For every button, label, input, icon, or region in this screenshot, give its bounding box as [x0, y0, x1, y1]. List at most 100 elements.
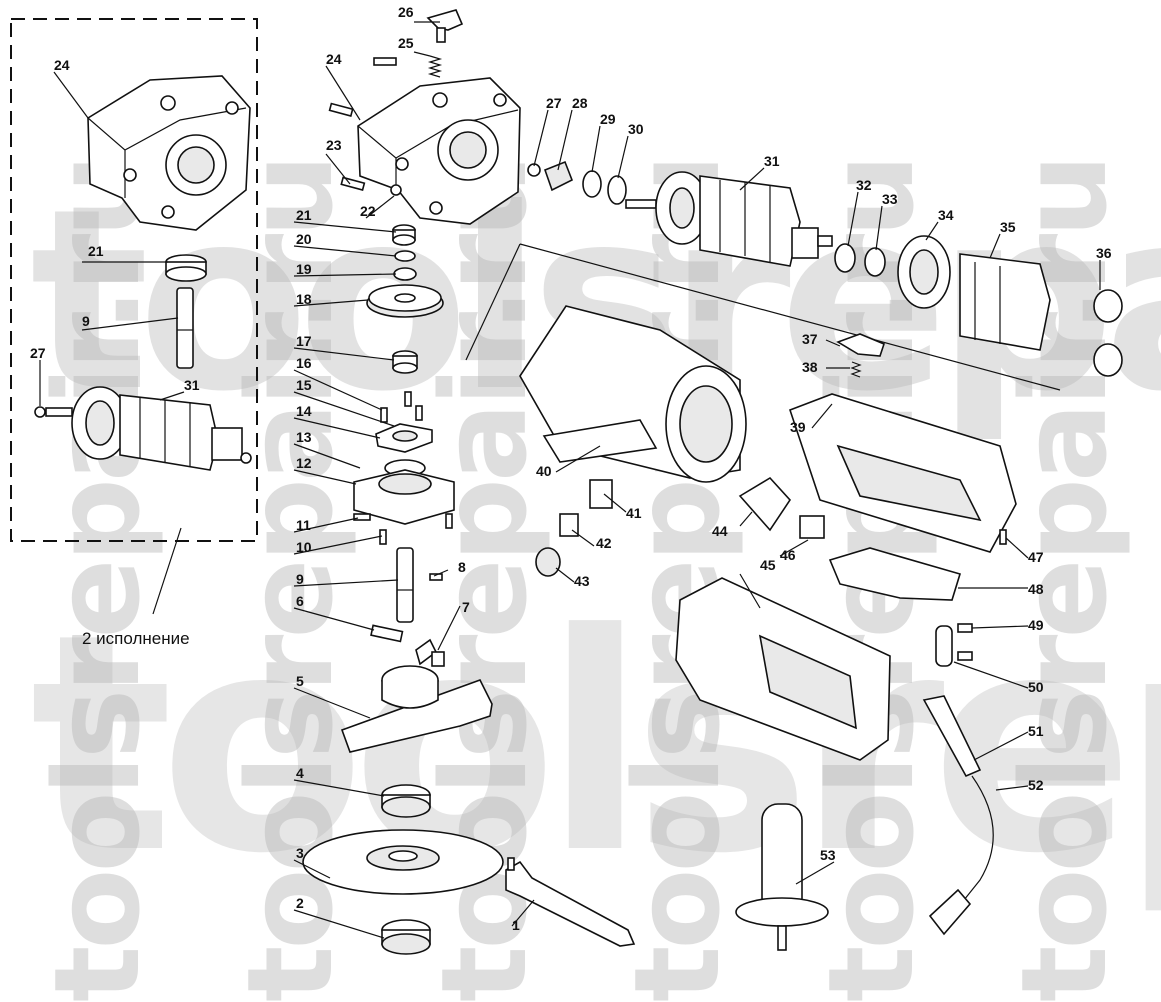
clamp-screw [370, 624, 404, 643]
callout-37: 37 [802, 331, 818, 347]
handle-housing [675, 577, 891, 761]
callout-labels: 26 25 24 24 23 22 21 21 20 19 18 17 16 1… [30, 4, 1112, 933]
armature [625, 171, 833, 267]
pinion-gear [543, 160, 574, 192]
carbon-brushes [1093, 289, 1123, 377]
guide-line [519, 243, 1061, 391]
callout-28: 28 [572, 95, 588, 111]
snap-ring [607, 175, 627, 205]
bevel-gear [366, 284, 444, 318]
leader-lines [39, 21, 1101, 939]
stator [959, 253, 1051, 351]
callout-22: 22 [360, 203, 376, 219]
callout-42: 42 [596, 535, 612, 551]
grinding-disc [302, 829, 504, 895]
guard-clamp [415, 638, 445, 667]
callout-34: 34 [938, 207, 954, 223]
screw-set [380, 391, 423, 423]
brush-cap [535, 547, 561, 577]
nut [394, 250, 416, 262]
callout-53: 53 [820, 847, 836, 863]
callout-6: 6 [296, 593, 304, 609]
rear-housing [788, 393, 1017, 553]
callout-51: 51 [1028, 723, 1044, 739]
armature-variant [34, 386, 252, 471]
switch-slider [828, 547, 962, 601]
callout-25: 25 [398, 35, 414, 51]
outer-flange-nut [381, 919, 431, 955]
motor-housing [519, 305, 747, 483]
callout-9: 9 [296, 571, 304, 587]
bearing [392, 350, 418, 374]
callout-5: 5 [296, 673, 304, 689]
callout-40: 40 [536, 463, 552, 479]
switch-lever [836, 333, 885, 357]
callout-48: 48 [1028, 581, 1044, 597]
callout-39: 39 [790, 419, 806, 435]
variant-box [10, 18, 258, 542]
switch-module [799, 515, 825, 539]
bearing-flange [353, 459, 455, 525]
callout-24: 24 [326, 51, 342, 67]
callout-27: 27 [546, 95, 562, 111]
wheel-guard [340, 665, 493, 753]
gear-housing [357, 77, 521, 225]
callout-41: 41 [626, 505, 642, 521]
callout-38: 38 [802, 359, 818, 375]
inner-flange [381, 784, 431, 818]
callout-11: 11 [296, 517, 311, 533]
callout-30: 30 [628, 121, 644, 137]
callout-29: 29 [600, 111, 616, 127]
callout-9-variant: 9 [82, 313, 90, 329]
callout-17: 17 [296, 333, 312, 349]
callout-4: 4 [296, 765, 304, 781]
cord-sleeve [922, 695, 982, 778]
callout-49: 49 [1028, 617, 1044, 633]
power-cord [928, 775, 994, 936]
cord-clamp [935, 623, 973, 667]
spring [427, 55, 443, 78]
callout-10: 10 [296, 539, 312, 555]
callout-43: 43 [574, 573, 590, 589]
key [429, 573, 443, 581]
spanner-wrench [505, 857, 636, 947]
callout-12: 12 [296, 455, 312, 471]
spindle [396, 547, 414, 623]
lock-button [426, 9, 464, 43]
callout-46: 46 [780, 547, 796, 563]
callout-32: 32 [856, 177, 872, 193]
variant-pointer [152, 527, 182, 615]
air-baffle [897, 235, 951, 309]
callout-35: 35 [1000, 219, 1016, 235]
callout-1: 1 [512, 917, 520, 933]
bearing-variant [165, 254, 207, 282]
callout-7: 7 [462, 599, 470, 615]
side-handle [735, 803, 829, 951]
capacitor [738, 476, 792, 532]
callout-52: 52 [1028, 777, 1044, 793]
callout-33: 33 [882, 191, 898, 207]
washer [390, 184, 402, 196]
screw [999, 529, 1007, 545]
bearing [392, 224, 416, 246]
callout-13: 13 [296, 429, 312, 445]
callout-26: 26 [398, 4, 414, 20]
guide-line [465, 243, 521, 361]
callout-31-variant: 31 [184, 377, 200, 393]
callout-21: 21 [296, 207, 312, 223]
callout-27-variant: 27 [30, 345, 46, 361]
callout-23: 23 [326, 137, 342, 153]
callout-18: 18 [296, 291, 312, 307]
callout-20: 20 [296, 231, 312, 247]
brush-holder [589, 479, 613, 509]
bearing [834, 243, 856, 273]
callout-21-variant: 21 [88, 243, 104, 259]
callout-31: 31 [764, 153, 780, 169]
callout-15: 15 [296, 377, 312, 393]
bearing [864, 247, 886, 277]
spring-small [850, 361, 862, 378]
callout-8: 8 [458, 559, 466, 575]
callout-14: 14 [296, 403, 312, 419]
bearing-plate [375, 423, 433, 453]
callout-16: 16 [296, 355, 312, 371]
